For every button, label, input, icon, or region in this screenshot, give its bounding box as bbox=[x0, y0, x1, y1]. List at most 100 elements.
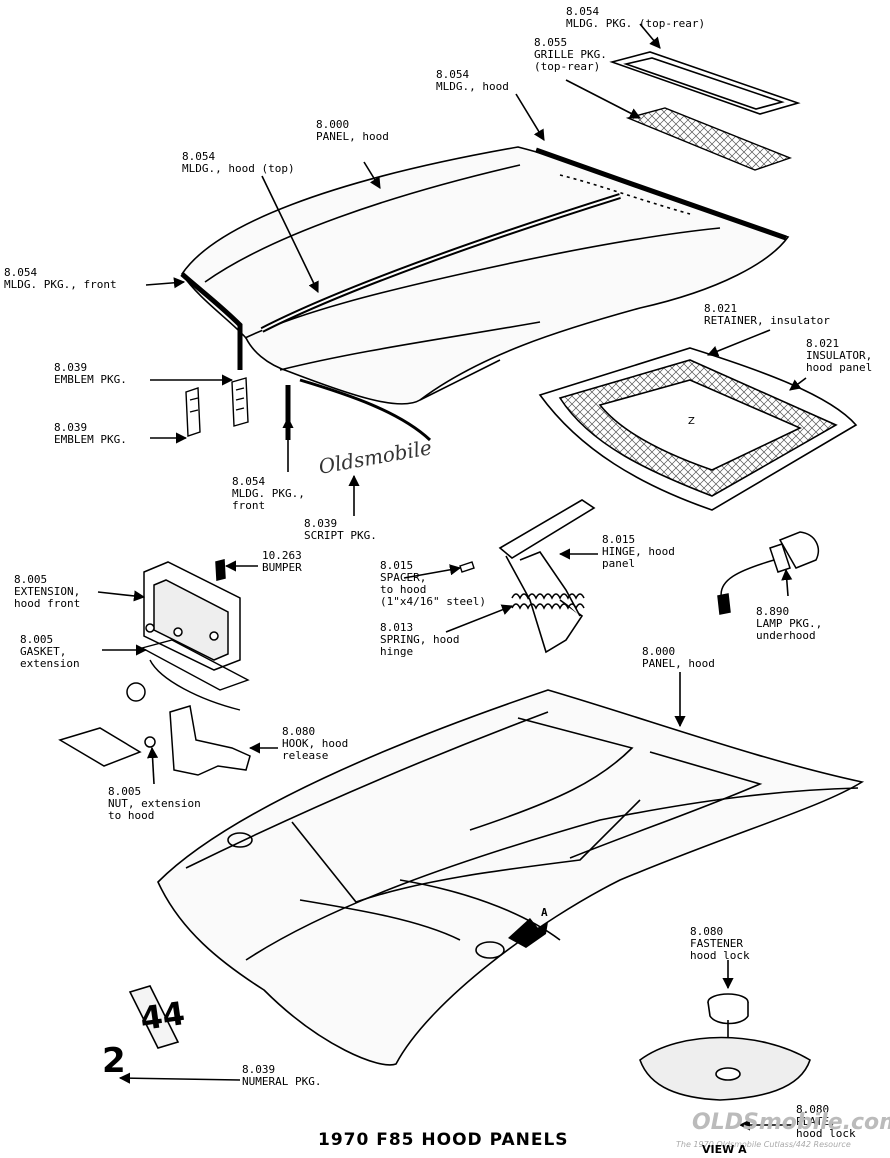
part-name-2: front bbox=[232, 499, 266, 512]
callout-nut: 8.005 NUT, extension to hood bbox=[108, 786, 201, 822]
part-number: 8.054 bbox=[182, 150, 216, 163]
part-name-2: extension bbox=[20, 657, 80, 670]
top-rear-grille bbox=[625, 107, 793, 171]
hood-hinge-spring bbox=[511, 593, 585, 610]
leader-lines bbox=[97, 23, 807, 1131]
part-name: RETAINER, insulator bbox=[704, 314, 830, 327]
part-name: EMBLEM PKG. bbox=[54, 433, 127, 446]
part-number: 8.005 bbox=[108, 785, 142, 798]
view-a-label: VIEW A bbox=[702, 1143, 747, 1156]
hood-hinge bbox=[498, 499, 596, 654]
part-number: 8.054 bbox=[436, 68, 470, 81]
part-number: 8.039 bbox=[54, 361, 88, 374]
emblem-parts bbox=[185, 377, 249, 437]
part-number: 8.080 bbox=[282, 725, 316, 738]
hood-insulator: Z bbox=[538, 347, 858, 511]
part-name: PANEL, hood bbox=[316, 130, 389, 143]
hood-panel-top bbox=[181, 146, 790, 405]
hood-spacer bbox=[459, 561, 475, 573]
part-name-2: underhood bbox=[756, 629, 816, 642]
view-a-arrow bbox=[508, 918, 548, 948]
part-number: 8.021 bbox=[806, 337, 840, 350]
part-number: 8.005 bbox=[20, 633, 54, 646]
part-number: 8.039 bbox=[304, 517, 338, 530]
part-number: 8.000 bbox=[642, 645, 676, 658]
callout-hook: 8.080 HOOK, hood release bbox=[282, 726, 348, 762]
view-a-arrow-label: A bbox=[541, 906, 548, 919]
part-number: 8.000 bbox=[316, 118, 350, 131]
callout-lamp: 8.890 LAMP PKG., underhood bbox=[756, 606, 822, 642]
part-name: MLDG. PKG., front bbox=[4, 278, 117, 291]
hood-lock-plate bbox=[639, 1036, 811, 1101]
part-number: 8.021 bbox=[704, 302, 738, 315]
part-name: SPRING, hood bbox=[380, 633, 460, 646]
part-number: 8.080 bbox=[796, 1103, 830, 1116]
part-number: 8.005 bbox=[14, 573, 48, 586]
callout-panel-hood-top: 8.000 PANEL, hood bbox=[316, 119, 389, 143]
callout-molding-hood-top: 8.054 MLDG., hood (top) bbox=[182, 151, 295, 175]
part-name-2: panel bbox=[602, 557, 636, 570]
callout-extension: 8.005 EXTENSION, hood front bbox=[14, 574, 80, 610]
callout-grille-pkg: 8.055 GRILLE PKG. (top-rear) bbox=[534, 37, 607, 73]
part-number: 8.055 bbox=[534, 36, 568, 49]
part-name: BUMPER bbox=[262, 561, 302, 574]
part-name: MLDG. PKG. (top-rear) bbox=[566, 17, 706, 30]
callout-retainer: 8.021 RETAINER, insulator bbox=[704, 303, 830, 327]
part-name: MLDG., hood (top) bbox=[182, 162, 295, 175]
part-number: 8.039 bbox=[54, 421, 88, 434]
watermark-tagline: The 1970 Oldsmobile Cutlass/442 Resource bbox=[676, 1140, 851, 1149]
part-number: 8.013 bbox=[380, 621, 414, 634]
callout-insulator: 8.021 INSULATOR, hood panel bbox=[806, 338, 872, 374]
svg-text:2: 2 bbox=[102, 1041, 126, 1081]
part-number: 8.054 bbox=[566, 5, 600, 18]
watermark-site: OLDSmobile.com bbox=[692, 1110, 890, 1135]
callout-script-pkg: 8.039 SCRIPT PKG. bbox=[304, 518, 377, 542]
part-name: MLDG. PKG., bbox=[232, 487, 305, 500]
top-rear-molding bbox=[609, 51, 801, 115]
callout-molding-pkg-front-center: 8.054 MLDG. PKG., front bbox=[232, 476, 305, 512]
part-number: 8.015 bbox=[380, 559, 414, 572]
callout-emblem-pkg-1: 8.039 EMBLEM PKG. bbox=[54, 362, 127, 386]
part-name-2: (top-rear) bbox=[534, 60, 601, 73]
part-name: MLDG., hood bbox=[436, 80, 509, 93]
part-name-2: hood front bbox=[14, 597, 81, 610]
callout-bumper: 10.263 BUMPER bbox=[262, 550, 302, 574]
callout-spring: 8.013 SPRING, hood hinge bbox=[380, 622, 459, 658]
part-number: 8.054 bbox=[4, 266, 38, 279]
part-name: NUT, extension bbox=[108, 797, 201, 810]
callout-gasket: 8.005 GASKET, extension bbox=[20, 634, 80, 670]
part-name: PANEL, hood bbox=[642, 657, 715, 670]
hood-front-extension bbox=[143, 559, 241, 671]
part-name-2: hood lock bbox=[796, 1127, 856, 1140]
underhood-lamp bbox=[717, 531, 820, 615]
numeral-package: 44 2 bbox=[102, 985, 187, 1081]
part-name: SCRIPT PKG. bbox=[304, 529, 377, 542]
part-name-3: (1"x4/16" steel) bbox=[380, 595, 486, 608]
callout-spacer: 8.015 SPACER, to hood (1"x4/16" steel) bbox=[380, 560, 486, 608]
part-number: 8.890 bbox=[756, 605, 790, 618]
part-name: SPACER, bbox=[380, 571, 427, 584]
callout-hinge: 8.015 HINGE, hood panel bbox=[602, 534, 675, 570]
hood-top-molding bbox=[180, 147, 787, 442]
part-name: INSULATOR, bbox=[806, 349, 873, 362]
part-name: EXTENSION, bbox=[14, 585, 81, 598]
part-name: EMBLEM PKG. bbox=[54, 373, 127, 386]
callout-molding-hood: 8.054 MLDG., hood bbox=[436, 69, 509, 93]
part-number: 8.015 bbox=[602, 533, 636, 546]
callout-molding-pkg-top-rear: 8.054 MLDG. PKG. (top-rear) bbox=[566, 6, 705, 30]
callout-numeral: 8.039 NUMERAL PKG. bbox=[242, 1064, 321, 1088]
callout-plate: 8.080 PLATE, hood lock bbox=[796, 1104, 856, 1140]
part-name: GRILLE PKG. bbox=[534, 48, 607, 61]
hood-panel-bottom bbox=[157, 689, 865, 1066]
part-number: 8.054 bbox=[232, 475, 266, 488]
callout-panel-hood-bottom: 8.000 PANEL, hood bbox=[642, 646, 715, 670]
hood-release-hook bbox=[58, 682, 251, 776]
svg-text:44: 44 bbox=[138, 994, 187, 1038]
part-number: 10.263 bbox=[262, 549, 302, 562]
part-name: GASKET, bbox=[20, 645, 67, 658]
part-name-2: hood panel bbox=[806, 361, 873, 374]
part-name-2: hood lock bbox=[690, 949, 750, 962]
part-name-2: to hood bbox=[108, 809, 155, 822]
